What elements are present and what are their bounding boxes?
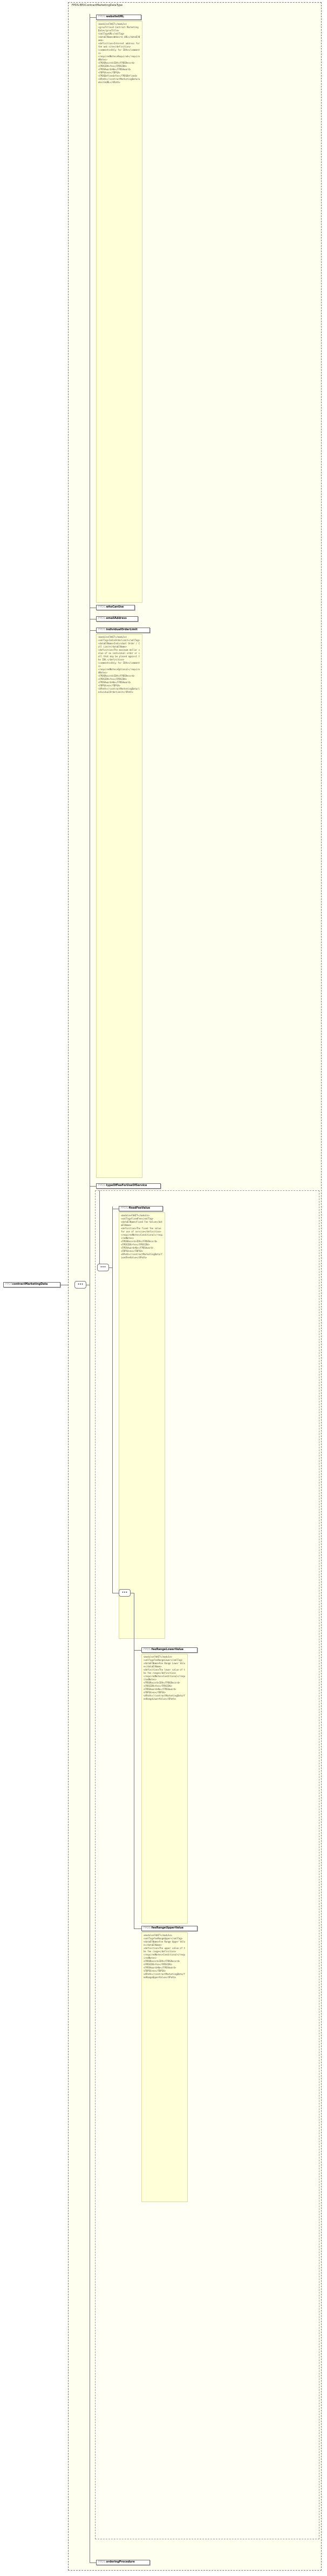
element-whocanuse[interactable]: FPDS:whoCanUse bbox=[96, 605, 135, 610]
choice-out-connector bbox=[109, 1267, 112, 1268]
root-element-prefix: FPDS bbox=[5, 1283, 12, 1286]
element-feerangelowervalue[interactable]: FPDS:feeRangeLowerValue bbox=[141, 1647, 197, 1653]
element-name: feeRangeLowerValue bbox=[151, 1648, 184, 1651]
element-name: websiteURL bbox=[106, 15, 124, 18]
element-orderingprocedure[interactable]: FPDS:orderingProcedure bbox=[96, 2560, 150, 2565]
element-name: orderingProcedure bbox=[106, 2560, 135, 2564]
element-fixedfeevalue[interactable]: FPDS:fixedFeeValue bbox=[119, 1206, 163, 1211]
sequence-compositor[interactable]: ••• bbox=[74, 1281, 86, 1289]
sequence-dots: ••• bbox=[77, 1283, 84, 1286]
element-prefix: FPDS: bbox=[144, 1926, 152, 1930]
choice-spine bbox=[112, 1207, 113, 1593]
element-name: whoCanUse bbox=[106, 605, 124, 609]
element-typeoffeeforuseofservice[interactable]: FPDS:typeOfFeeForUseOfService bbox=[96, 1183, 161, 1189]
element-prefix: FPDS: bbox=[98, 15, 106, 18]
element-name: feeRangeUpperValue bbox=[151, 1926, 184, 1930]
annotation-feerangeuppervalue: <module>FAHIT</module> <xmlTag>FeeRangeU… bbox=[141, 1932, 188, 2202]
element-prefix: FPDS: bbox=[121, 1207, 129, 1210]
branch-connector bbox=[134, 1650, 141, 1651]
element-prefix: FPDS: bbox=[98, 2560, 106, 2564]
element-websiteurl[interactable]: FPDS:websiteURL bbox=[96, 15, 141, 20]
sequence-dots: ••• bbox=[121, 1591, 128, 1594]
choice-dots: ••• bbox=[100, 1265, 106, 1269]
element-emailaddress[interactable]: FPDS:emailAddress bbox=[96, 616, 138, 622]
branch-connector bbox=[90, 630, 96, 631]
element-name: typeOfFeeForUseOfService bbox=[106, 1184, 147, 1187]
element-prefix: FPDS: bbox=[98, 617, 106, 620]
annotation-websiteurl: <module>FAHIT</module> <grouTitle>A Cont… bbox=[96, 21, 142, 603]
element-name: fixedFeeValue bbox=[128, 1207, 151, 1210]
choice-stem bbox=[99, 1190, 100, 1264]
branch-connector bbox=[90, 1186, 96, 1187]
element-prefix: FPDS: bbox=[98, 628, 106, 631]
element-prefix: FPDS: bbox=[144, 1648, 152, 1651]
root-element-box[interactable]: FPDScontractMarketingData bbox=[3, 1282, 60, 1287]
branch-connector bbox=[134, 1928, 141, 1929]
root-element-name: contractMarketingData bbox=[12, 1283, 48, 1286]
element-name: individualOrderLimit bbox=[106, 628, 138, 631]
annotation-individualorderlimit: <module>FAHIT</module> <xmlTag>IndivOrde… bbox=[96, 634, 142, 1178]
branch-connector bbox=[90, 17, 96, 18]
element-prefix: FPDS: bbox=[98, 1184, 106, 1187]
element-prefix: FPDS: bbox=[98, 605, 106, 609]
element-name: emailAddress bbox=[106, 617, 127, 620]
range-sequence-compositor[interactable]: ••• bbox=[119, 1589, 131, 1597]
annotation-fixedfeevalue: <module>FAHIT</module> <xmlTag>FixedFee<… bbox=[119, 1212, 165, 1639]
element-feerangeuppervalue[interactable]: FPDS:feeRangeUpperValue bbox=[141, 1926, 197, 1931]
element-individualorderlimit[interactable]: FPDS:individualOrderLimit bbox=[96, 628, 150, 633]
choice-compositor[interactable]: ••• bbox=[97, 1264, 109, 1271]
complex-type-title: FPDS:EEVContractMarketingDataType bbox=[72, 4, 123, 7]
annotation-feerangelowervalue: <module>FAHIT</module> <xmlTag>FeeRangeL… bbox=[141, 1654, 188, 1924]
